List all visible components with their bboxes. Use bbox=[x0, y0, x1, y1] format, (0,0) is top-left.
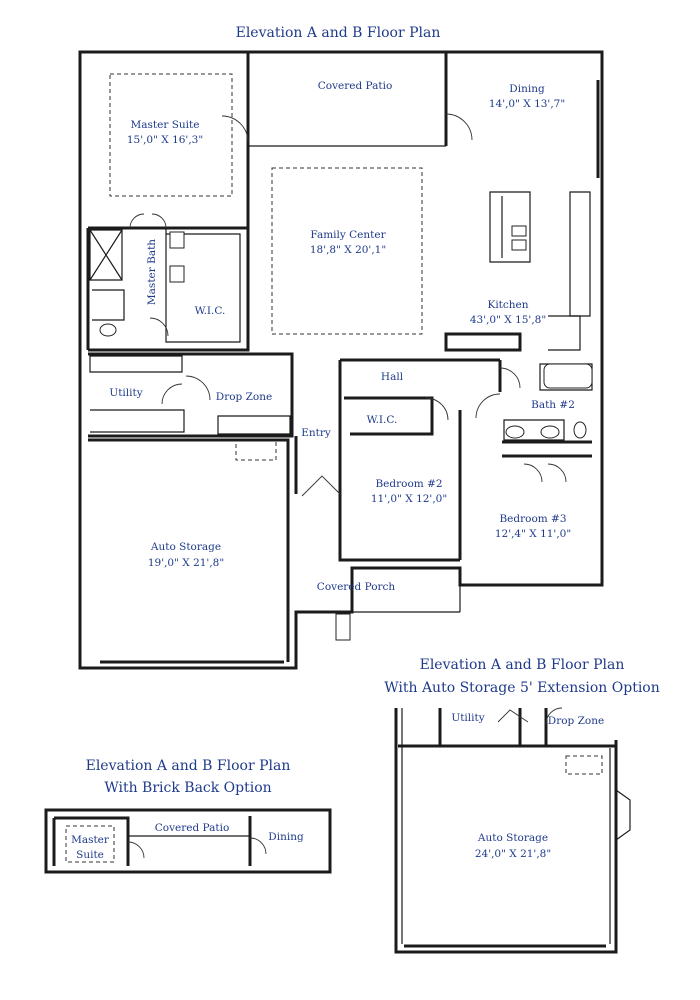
bedroom2-label: Bedroom #2 bbox=[375, 478, 442, 490]
extension-plan-walls bbox=[394, 707, 631, 954]
entry-label: Entry bbox=[301, 427, 331, 439]
brick-plan-walls bbox=[44, 808, 332, 874]
main-plan-doors bbox=[129, 113, 567, 497]
auto-storage-size: 19',0" X 21',8" bbox=[148, 557, 224, 569]
toilet-icon bbox=[99, 323, 117, 337]
main-plan-walls bbox=[78, 50, 604, 670]
extension-plan-labels: Utility Drop Zone Auto Storage 24',0" X … bbox=[451, 712, 604, 860]
dining-label: Dining bbox=[509, 83, 545, 95]
sink-icon bbox=[169, 231, 185, 249]
brick-master-label-2: Suite bbox=[76, 849, 104, 861]
sink-icon bbox=[511, 225, 527, 237]
covered-patio-label: Covered Patio bbox=[318, 80, 393, 92]
bedroom3-label: Bedroom #3 bbox=[499, 513, 566, 525]
extension-plan-title-line2: With Auto Storage 5' Extension Option bbox=[384, 680, 660, 696]
brick-covered-patio-label: Covered Patio bbox=[155, 822, 230, 834]
brick-plan-title-line2: With Brick Back Option bbox=[104, 780, 271, 796]
bathtub-icon bbox=[543, 363, 593, 389]
brick-plan-labels: Master Suite Covered Patio Dining bbox=[71, 822, 304, 861]
ext-utility-label: Utility bbox=[451, 712, 484, 724]
master-suite-size: 15',0" X 16',3" bbox=[127, 134, 203, 146]
master-wic-label: W.I.C. bbox=[195, 305, 226, 317]
kitchen-size: 43',0" X 15',8" bbox=[470, 314, 546, 326]
auto-storage-label: Auto Storage bbox=[150, 541, 221, 553]
brick-dining-label: Dining bbox=[268, 831, 304, 843]
ext-auto-storage-label: Auto Storage bbox=[477, 832, 548, 844]
main-plan-fixtures bbox=[99, 225, 593, 439]
bedroom2-size: 11',0" X 12',0" bbox=[371, 493, 447, 505]
hall-label: Hall bbox=[381, 371, 404, 383]
sink-icon bbox=[169, 265, 185, 283]
main-plan-labels: Covered Patio Dining 14',0" X 13',7" Mas… bbox=[109, 80, 575, 593]
toilet-icon bbox=[573, 421, 587, 439]
brick-master-label-1: Master bbox=[71, 834, 110, 846]
family-center-size: 18',8" X 20',1" bbox=[310, 244, 386, 256]
sink-icon bbox=[505, 425, 525, 439]
bedroom3-size: 12',4" X 11',0" bbox=[495, 528, 571, 540]
extension-plan-title-line1: Elevation A and B Floor Plan bbox=[420, 657, 625, 673]
brick-plan-title-line1: Elevation A and B Floor Plan bbox=[86, 758, 291, 774]
ext-auto-storage-size: 24',0" X 21',8" bbox=[475, 848, 551, 860]
bath2-label: Bath #2 bbox=[531, 399, 575, 411]
sink-icon bbox=[540, 425, 560, 439]
utility-label: Utility bbox=[109, 387, 142, 399]
ext-drop-zone-label: Drop Zone bbox=[548, 715, 604, 727]
sink-icon bbox=[511, 239, 527, 251]
main-plan-title: Elevation A and B Floor Plan bbox=[236, 25, 441, 41]
drop-zone-label: Drop Zone bbox=[216, 391, 272, 403]
master-suite-label: Master Suite bbox=[131, 119, 200, 131]
family-center-label: Family Center bbox=[310, 229, 386, 241]
covered-porch-label: Covered Porch bbox=[317, 581, 396, 593]
dining-size: 14',0" X 13',7" bbox=[489, 98, 565, 110]
kitchen-label: Kitchen bbox=[487, 299, 528, 311]
master-bath-label: Master Bath bbox=[146, 239, 158, 305]
bed2-wic-label: W.I.C. bbox=[367, 414, 398, 426]
